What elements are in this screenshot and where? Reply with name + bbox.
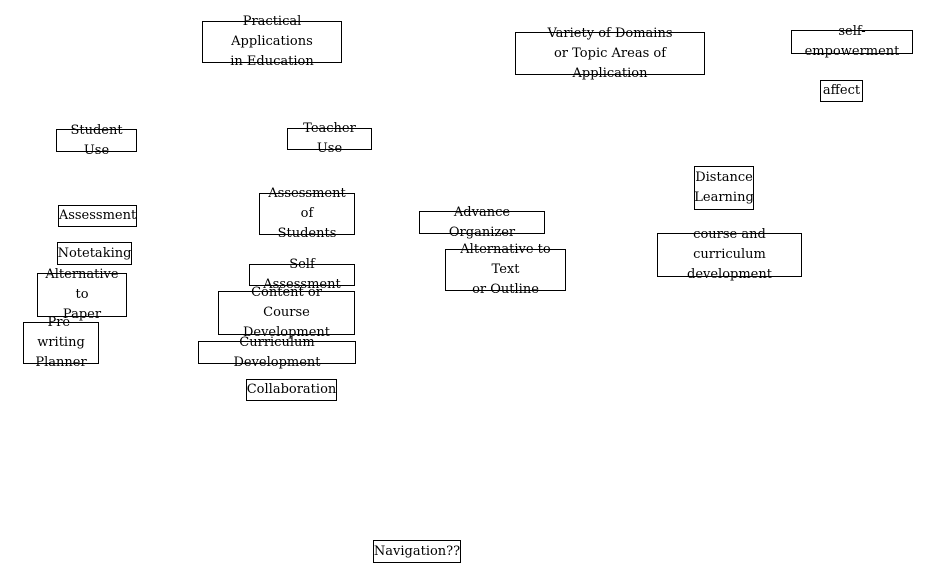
node-alternative-to-text: Alternative to Text or Outline [445, 242, 566, 297]
node-collaboration: Collaboration [246, 379, 337, 401]
node-self-empowerment: self-empowerment [791, 24, 913, 59]
node-assessment: Assessment [58, 205, 137, 227]
node-curriculum-development: Curriculum Development [198, 335, 356, 370]
node-teacher-use: Teacher Use [287, 121, 372, 156]
node-alternative-to-paper: Alternative to Paper [37, 267, 127, 322]
node-affect: affect [820, 80, 863, 102]
node-navigation: Navigation?? [373, 540, 461, 563]
node-distance-learning: Distance Learning [694, 166, 754, 210]
node-variety-of-domains: Variety of Domains or Topic Areas of App… [515, 26, 705, 81]
node-student-use: Student Use [56, 123, 137, 158]
node-content-course-development: Content or Course Development [218, 285, 355, 340]
node-notetaking: Notetaking [57, 242, 132, 265]
node-course-and-curriculum: course and curriculum development [657, 227, 802, 282]
node-assessment-of-students: Assessment of Students [259, 186, 355, 241]
node-advance-organizer: Advance Organizer [419, 205, 545, 240]
node-practical-applications: Practical Applications in Education [202, 14, 342, 69]
node-pre-writing-planner: Pre-writing Planner [23, 315, 99, 370]
